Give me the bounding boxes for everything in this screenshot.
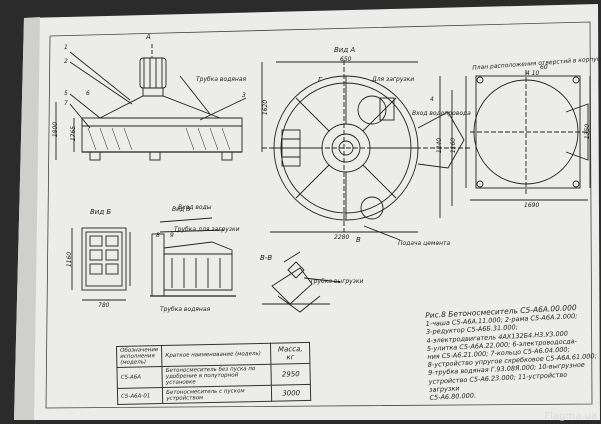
view-g bbox=[150, 217, 236, 297]
callout-loading: Трубка для загрузки bbox=[174, 226, 240, 233]
callout-unloading: Трубка выгрузки bbox=[310, 278, 364, 285]
view-b-label: Вид Б bbox=[90, 208, 112, 216]
dim: 1765 bbox=[70, 125, 78, 142]
part-number: 5 bbox=[64, 90, 68, 97]
part-number: 1 bbox=[64, 44, 68, 51]
table-cell: С5-А6А bbox=[116, 366, 163, 389]
dim: 1620 bbox=[262, 99, 270, 116]
dim: 650 bbox=[340, 56, 352, 63]
watermark: Flagma.ua bbox=[544, 411, 597, 422]
dim: 1690 bbox=[524, 202, 540, 209]
callout-water-inlet: Вход воды bbox=[178, 204, 212, 211]
dim: 4 10 bbox=[526, 70, 540, 77]
dim: 1240 bbox=[436, 137, 444, 154]
part-number: 7 bbox=[64, 100, 68, 107]
part-number: 9 bbox=[170, 232, 174, 239]
table-cell: 2950 bbox=[271, 363, 311, 386]
callout-water-pipe2: Трубка водяная bbox=[160, 306, 211, 313]
callout-water-supply: Вход водопровода bbox=[412, 110, 471, 117]
section-vv bbox=[262, 251, 341, 313]
dim: 2280 bbox=[334, 234, 350, 241]
mark-g: Г bbox=[318, 76, 322, 84]
part-number: 2 bbox=[64, 58, 68, 65]
part-number: 8 bbox=[156, 232, 160, 239]
section-vv-label: В-В bbox=[260, 254, 273, 262]
view-a-label: Вид А bbox=[334, 46, 356, 54]
table-row: С5-А6А-01 Бетоносмеситель с пуском устро… bbox=[117, 384, 311, 405]
part-number: 6 bbox=[86, 90, 90, 97]
dim: 1160 bbox=[66, 251, 74, 268]
paper bbox=[14, 4, 600, 420]
part-number: 3 bbox=[242, 92, 246, 99]
callout-for-sand: Для загрузки bbox=[372, 76, 415, 83]
mark-v: В bbox=[356, 236, 361, 244]
callout-cement-supply: Подача цемента bbox=[398, 240, 451, 247]
table-cell: Бетоносмеситель без пуска по удобрение в… bbox=[162, 364, 272, 388]
figure-caption: Рис.8 Бетоносмеситель С5-А6А.00.000 1-ча… bbox=[425, 303, 599, 402]
table-cell: С5-А6А-01 bbox=[117, 387, 163, 405]
header-cell: Обозначение исполнения (модель) bbox=[116, 345, 163, 368]
front-elevation bbox=[55, 44, 263, 161]
callout-pipe-water: Трубка водяная bbox=[196, 76, 247, 83]
dim: 60 bbox=[540, 64, 548, 71]
spec-table: Обозначение исполнения (модель) Краткое … bbox=[116, 342, 311, 405]
view-v-label: Вид В bbox=[172, 206, 191, 213]
view-b bbox=[71, 227, 131, 301]
part-number: 4 bbox=[430, 96, 434, 103]
dim: 1800 bbox=[52, 121, 60, 138]
foundation-plan bbox=[465, 70, 591, 201]
mark-a: А bbox=[146, 33, 151, 41]
header-cell: Краткое наименование (модель) bbox=[161, 343, 272, 367]
dim: 780 bbox=[98, 302, 110, 309]
dim: 1350 bbox=[584, 123, 592, 140]
table-cell: Бетоносмеситель с пуском устройством bbox=[162, 385, 272, 404]
table-cell: 3000 bbox=[271, 384, 311, 402]
plan-view bbox=[262, 60, 470, 241]
header-cell: Масса, кг bbox=[270, 342, 311, 365]
dim: 1160 bbox=[450, 137, 458, 154]
